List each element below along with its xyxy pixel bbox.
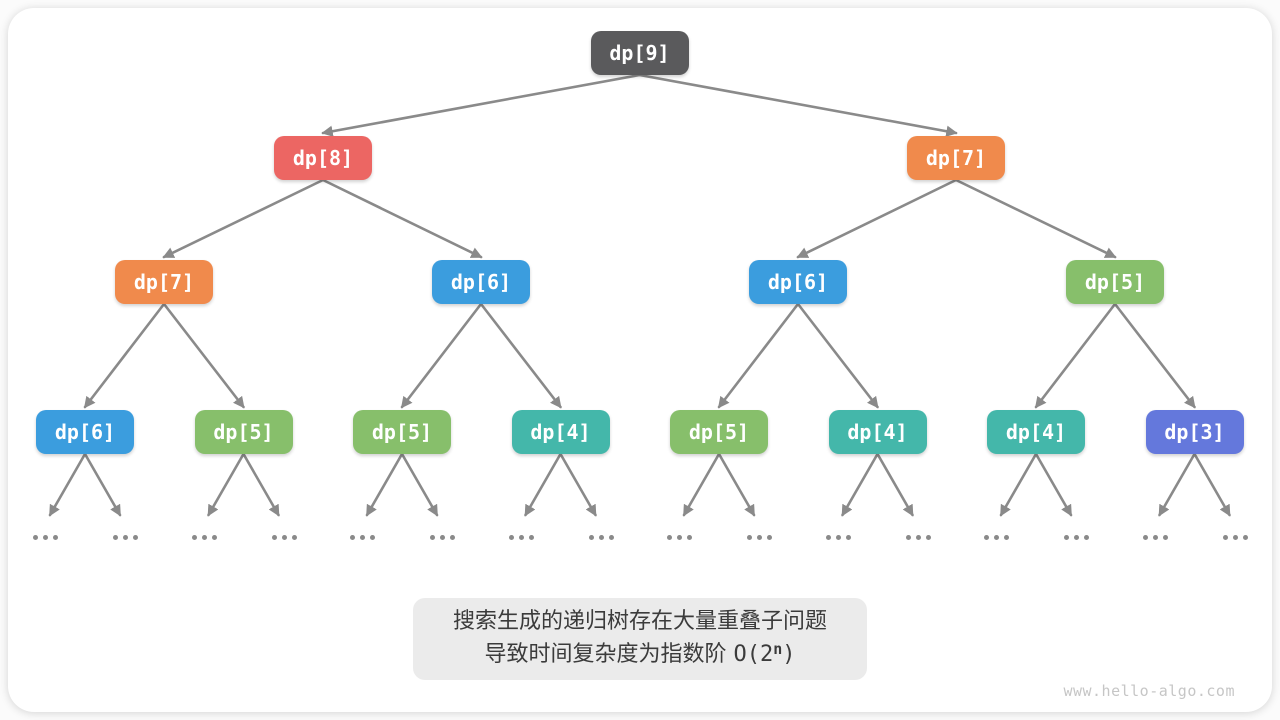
formula-prefix: O(2 xyxy=(733,642,774,667)
ellipsis-dot xyxy=(508,534,514,540)
ellipsis-dot xyxy=(825,534,831,540)
ellipsis-icon xyxy=(1222,534,1248,540)
tree-node: dp[4] xyxy=(987,410,1085,454)
ellipsis-dot xyxy=(757,534,762,540)
ellipsis-icon xyxy=(191,534,217,540)
ellipsis-icon xyxy=(1142,534,1168,540)
tree-node: dp[6] xyxy=(749,260,847,304)
ellipsis-dot xyxy=(1162,534,1168,540)
ellipsis-dot xyxy=(994,534,999,540)
ellipsis-dot xyxy=(281,534,287,540)
ellipsis-icon xyxy=(825,534,851,540)
ellipsis-icon xyxy=(430,534,455,540)
ellipsis-icon xyxy=(1064,534,1089,540)
tree-node: dp[4] xyxy=(511,410,610,454)
ellipsis-dot xyxy=(1222,534,1228,540)
ellipsis-dot xyxy=(201,534,207,540)
ellipsis-dot xyxy=(835,534,841,540)
ellipsis-dot xyxy=(687,534,692,540)
ellipsis-dot xyxy=(1232,534,1238,540)
ellipsis-dot xyxy=(43,534,48,540)
ellipsis-dot xyxy=(747,534,752,540)
tree-node: dp[5] xyxy=(1066,260,1164,304)
ellipsis-dot xyxy=(430,534,435,540)
tree-node: dp[6] xyxy=(432,260,530,304)
watermark: www.hello-algo.com xyxy=(1063,682,1235,700)
ellipsis-dot xyxy=(608,534,614,540)
ellipsis-dot xyxy=(133,534,138,540)
ellipsis-dot xyxy=(291,534,297,540)
ellipsis-dot xyxy=(925,534,931,540)
ellipsis-dot xyxy=(767,534,772,540)
ellipsis-dot xyxy=(528,534,534,540)
ellipsis-icon xyxy=(747,534,772,540)
ellipsis-dot xyxy=(271,534,277,540)
caption-line1: 搜索生成的递归树存在大量重叠子问题 xyxy=(452,609,827,634)
ellipsis-dot xyxy=(598,534,604,540)
ellipsis-dot xyxy=(211,534,217,540)
ellipsis-icon xyxy=(588,534,614,540)
ellipsis-dot xyxy=(1142,534,1148,540)
ellipsis-icon xyxy=(667,534,692,540)
ellipsis-dot xyxy=(350,534,355,540)
ellipsis-icon xyxy=(508,534,534,540)
ellipsis-dot xyxy=(360,534,365,540)
tree-node: dp[4] xyxy=(828,410,927,454)
ellipsis-icon xyxy=(33,534,58,540)
tree-node: dp[6] xyxy=(36,410,134,454)
ellipsis-icon xyxy=(113,534,138,540)
ellipsis-dot xyxy=(450,534,455,540)
tree-node: dp[7] xyxy=(907,136,1005,180)
ellipsis-dot xyxy=(191,534,197,540)
ellipsis-dot xyxy=(113,534,118,540)
ellipsis-dot xyxy=(370,534,375,540)
ellipsis-dot xyxy=(1152,534,1158,540)
tree-node: dp[3] xyxy=(1145,410,1244,454)
ellipsis-dot xyxy=(1084,534,1089,540)
ellipsis-dot xyxy=(518,534,524,540)
tree-node: dp[7] xyxy=(115,260,213,304)
ellipsis-icon xyxy=(905,534,931,540)
ellipsis-dot xyxy=(440,534,445,540)
ellipsis-dot xyxy=(588,534,594,540)
ellipsis-dot xyxy=(1004,534,1009,540)
tree-node: dp[5] xyxy=(194,410,293,454)
tree-node: dp[8] xyxy=(274,136,372,180)
ellipsis-dot xyxy=(1074,534,1079,540)
ellipsis-icon xyxy=(350,534,375,540)
ellipsis-dot xyxy=(905,534,911,540)
ellipsis-dot xyxy=(915,534,921,540)
ellipsis-dot xyxy=(677,534,682,540)
ellipsis-dot xyxy=(845,534,851,540)
formula-exponent: n xyxy=(773,640,783,658)
ellipsis-icon xyxy=(271,534,297,540)
caption-line2-text: 导致时间复杂度为指数阶 xyxy=(484,642,734,667)
tree-node: dp[5] xyxy=(353,410,451,454)
ellipsis-dot xyxy=(667,534,672,540)
ellipsis-dot xyxy=(123,534,128,540)
ellipsis-dot xyxy=(33,534,38,540)
formula-suffix: ) xyxy=(782,642,796,667)
tree-node: dp[5] xyxy=(670,410,768,454)
ellipsis-dot xyxy=(1064,534,1069,540)
ellipsis-dot xyxy=(53,534,58,540)
tree-node: dp[9] xyxy=(590,31,689,75)
ellipsis-dot xyxy=(984,534,989,540)
ellipsis-dot xyxy=(1242,534,1248,540)
ellipsis-icon xyxy=(984,534,1009,540)
